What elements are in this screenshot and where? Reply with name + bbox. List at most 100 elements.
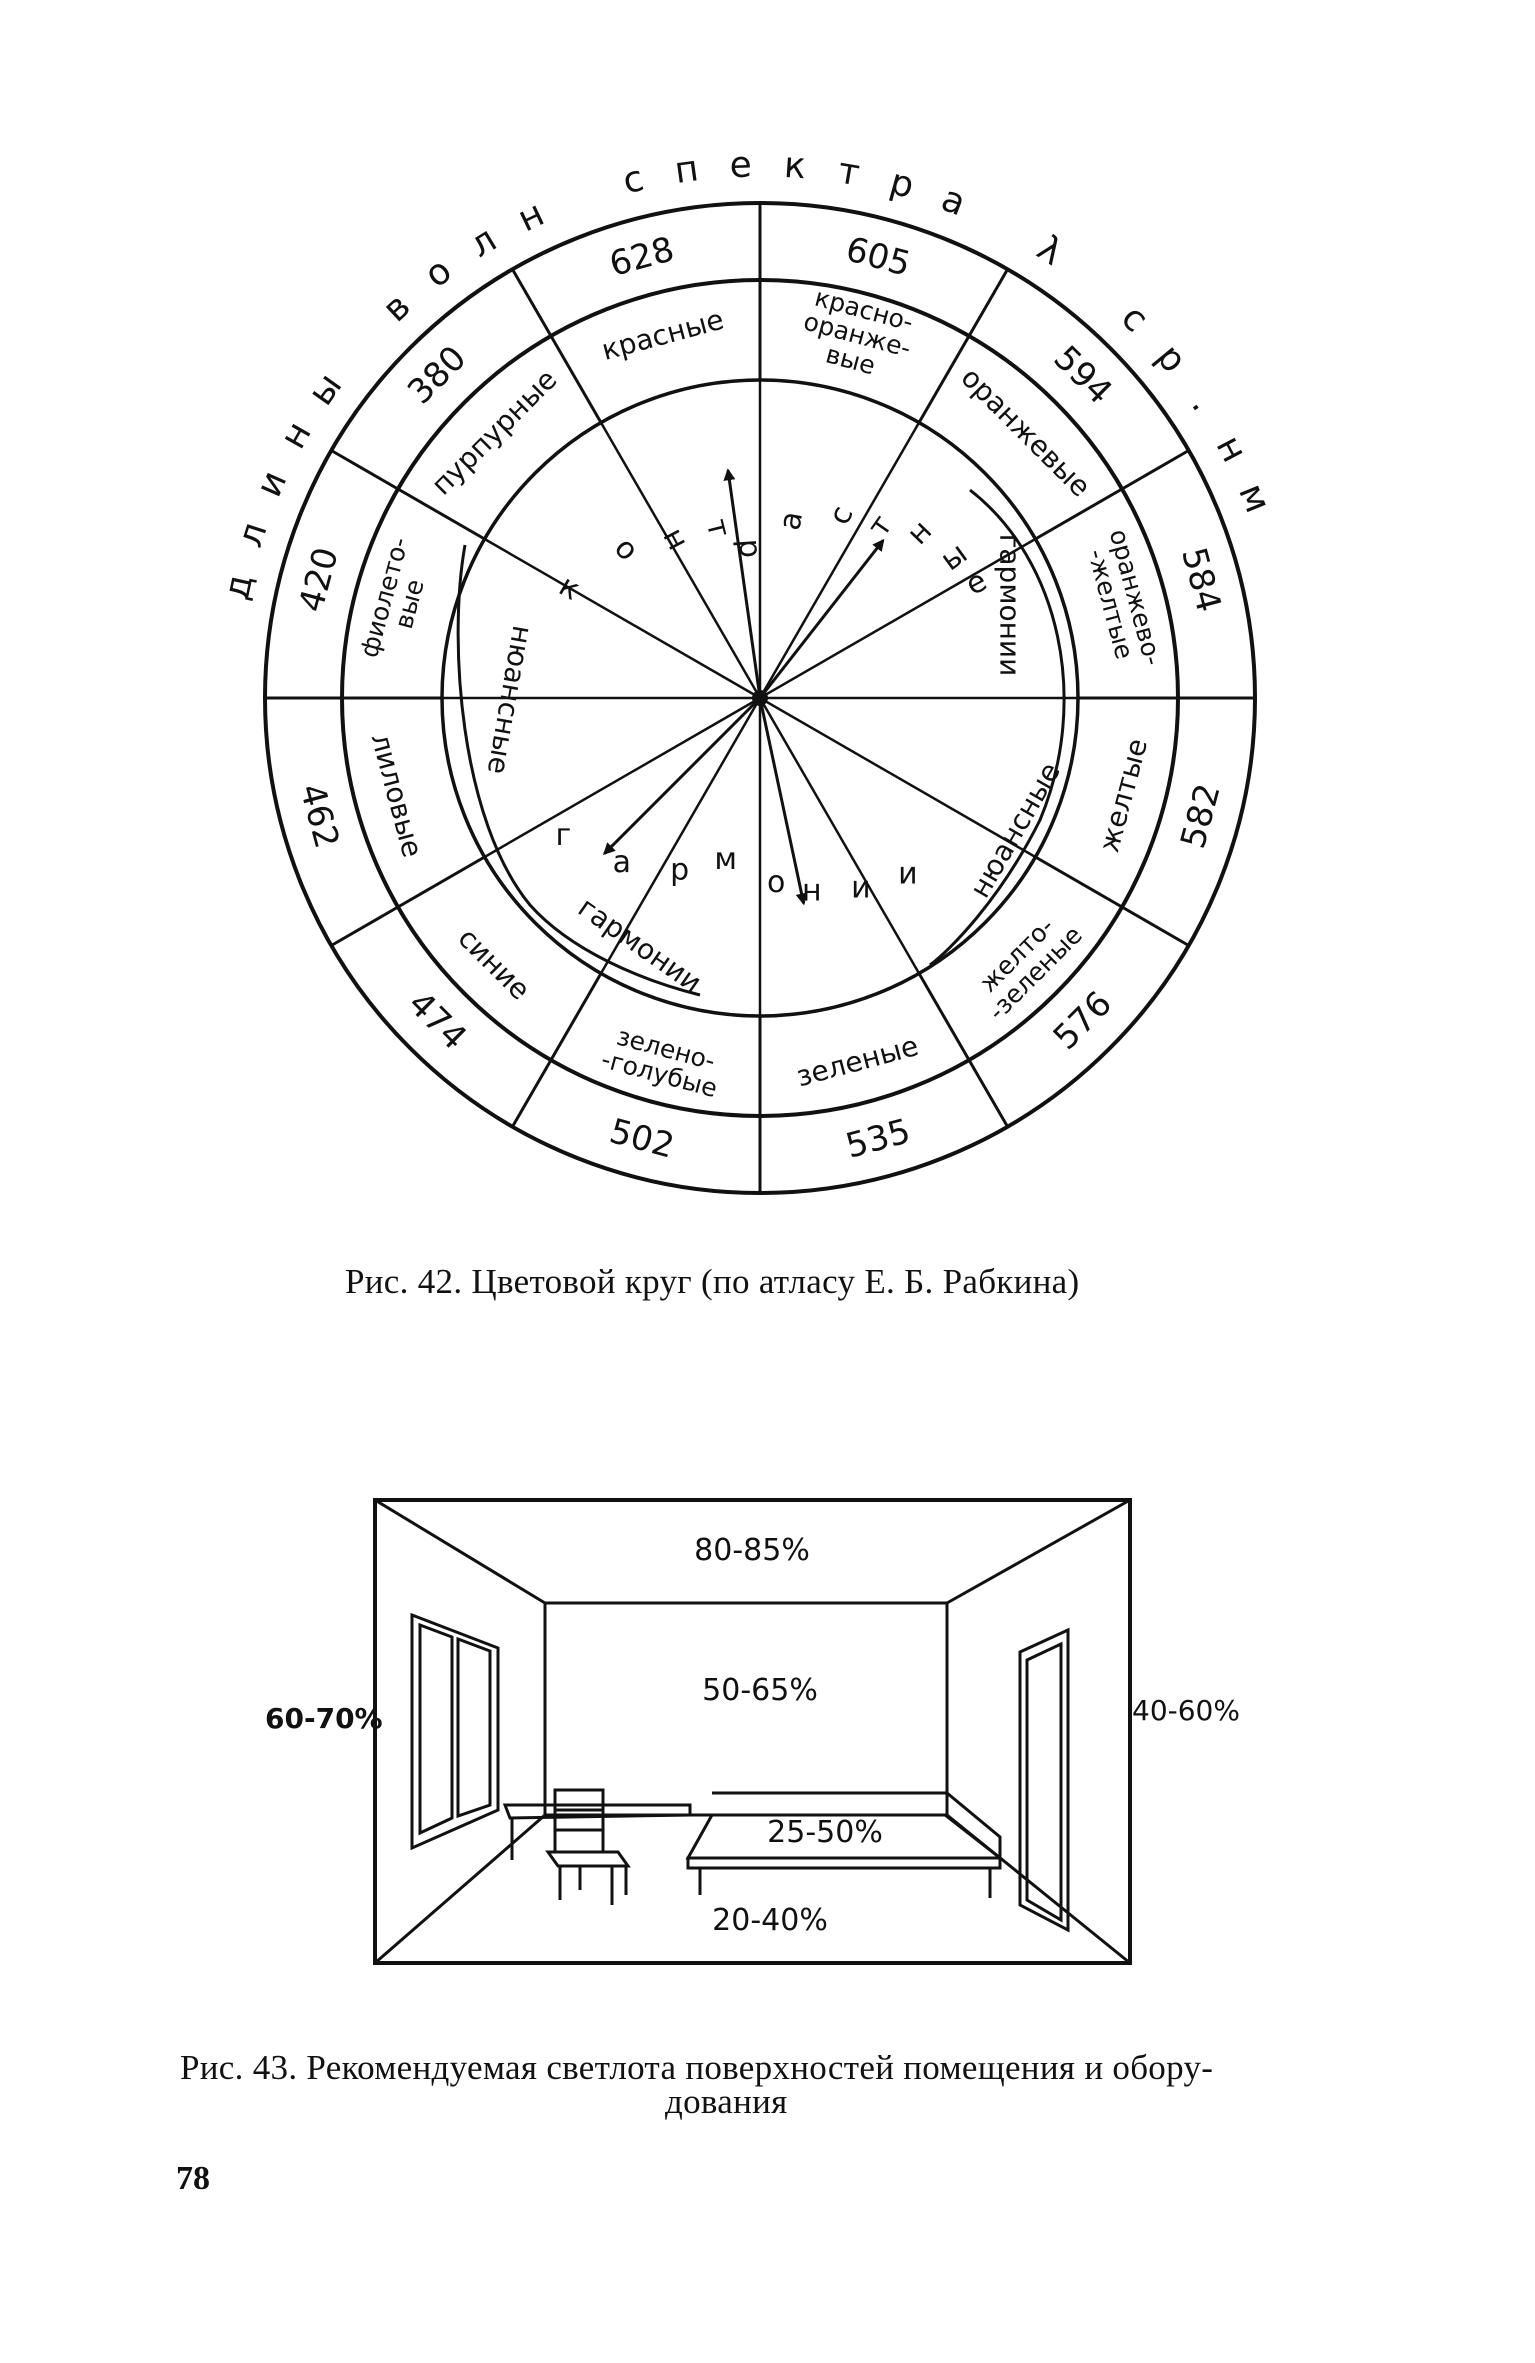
title-arc-letter: н xyxy=(1208,429,1255,469)
wavelength-label: 605 xyxy=(842,229,915,284)
wheel-center-dot xyxy=(752,690,768,706)
harmony-letter: о xyxy=(767,865,785,900)
title-arc-letter: л xyxy=(230,517,276,551)
figure-43-caption-line1: Рис. 43. Рекомендуемая светлота поверхно… xyxy=(180,2048,1214,2087)
title-arc-letter: в xyxy=(375,286,418,330)
title-arc-letter: к xyxy=(783,145,807,187)
title-arc-letter: ы xyxy=(300,366,350,413)
ceiling-brightness-label: 80-85% xyxy=(694,1533,810,1568)
room-frame xyxy=(373,1498,1132,1965)
title-arc-letter: λ xyxy=(1030,228,1070,274)
color-name-line: лиловые xyxy=(364,730,429,861)
wavelength-label: 535 xyxy=(842,1111,915,1166)
wavelength-label: 420 xyxy=(291,543,346,616)
spoke-outer-line xyxy=(330,449,486,541)
contrast-letter: а xyxy=(772,509,810,533)
contrast-letter: о xyxy=(607,531,645,568)
harmony-letter: и xyxy=(851,870,871,905)
contrast-letter: к xyxy=(553,568,586,607)
harmony-letter: р xyxy=(670,853,689,888)
back-wall-brightness-label: 50-65% xyxy=(702,1673,818,1708)
spoke-outer-line xyxy=(1034,449,1190,541)
title-arc-letter: н xyxy=(512,193,551,240)
title-arc-letter: п xyxy=(672,148,701,192)
spoke-outer-line xyxy=(1034,855,1190,947)
color-name-label: красно-оранже-вые xyxy=(801,283,917,381)
furniture-brightness-label: 25-50% xyxy=(767,1815,883,1850)
wheel-spokes xyxy=(265,203,1255,1193)
spoke-outer-line xyxy=(511,972,603,1128)
harmony-letter: м xyxy=(714,842,737,877)
harmony-letter: а xyxy=(613,845,631,880)
relation-arrow xyxy=(723,468,762,699)
spoke-inner-line xyxy=(483,696,761,859)
harmony-letter: н xyxy=(802,874,822,909)
color-name-line: красные xyxy=(598,303,727,367)
spoke-inner-line xyxy=(599,421,762,699)
nuance-boundary-right xyxy=(929,488,1066,967)
color-name-label: желтые xyxy=(1092,735,1154,856)
title-arc-letter: с xyxy=(1113,297,1156,340)
spoke-inner-line xyxy=(759,696,1037,859)
title-arc-letter: д xyxy=(216,571,261,604)
figure-43-caption-line2: дования xyxy=(665,2082,788,2121)
relation-arrow xyxy=(758,538,885,699)
room-window xyxy=(410,1612,500,1851)
floor-brightness-label: 20-40% xyxy=(712,1903,828,1938)
room-door xyxy=(1018,1627,1070,1933)
room-corner-tr xyxy=(946,1498,1131,1605)
spoke-outer-line xyxy=(511,268,603,424)
contrast-letter: р xyxy=(731,538,767,559)
wavelength-label: 628 xyxy=(605,229,678,284)
wavelength-label: 582 xyxy=(1173,780,1228,853)
title-arc-letter: р xyxy=(1148,337,1194,381)
contrast-letter: е xyxy=(960,563,993,603)
harmony-letter: г xyxy=(556,818,572,853)
harmony-letter: и xyxy=(898,857,918,892)
spoke-inner-line xyxy=(599,697,762,975)
spoke-inner-line xyxy=(759,537,1037,700)
wavelength-label: 502 xyxy=(605,1111,678,1166)
title-arc-letter: н xyxy=(273,415,320,456)
room-chair xyxy=(545,1788,631,1905)
page-number: 78 xyxy=(176,2160,210,2197)
wavelength-label: 462 xyxy=(291,780,346,853)
room-back-wall xyxy=(543,1601,949,1817)
title-arc-letter: е xyxy=(729,144,753,186)
title-arc-letter: с xyxy=(619,158,648,203)
spoke-inner-line xyxy=(758,697,921,975)
left-wall-brightness-label: 60-70% xyxy=(265,1702,383,1735)
relation-arrow xyxy=(603,696,762,855)
nuance-left-word: нюансные xyxy=(481,623,540,777)
spoke-outer-line xyxy=(917,268,1009,424)
figure-42-caption: Рис. 42. Цветовой круг (по атласу Е. Б. … xyxy=(345,1262,1080,1301)
title-arc-letter: о xyxy=(417,250,459,296)
room-sofa-bed xyxy=(685,1791,1005,1898)
title-arc-letter: м xyxy=(1230,478,1278,519)
contrast-letter: т xyxy=(699,515,737,540)
harmony-top-word: гармонии xyxy=(994,534,1027,677)
title-arc-letter: т xyxy=(835,151,863,195)
title-arc-letter: . xyxy=(1183,386,1223,418)
room-desk xyxy=(502,1803,692,1860)
room-corner-tl xyxy=(374,1498,546,1605)
wavelength-label: 584 xyxy=(1173,543,1228,616)
color-name-label: оранжево--желтые xyxy=(1082,526,1168,669)
title-arc-letter: и xyxy=(248,465,295,503)
wheel-arrows xyxy=(603,468,885,906)
color-name-line: желтые xyxy=(1092,735,1154,856)
color-name-label: лиловые xyxy=(364,730,429,861)
color-name-line: зеленые xyxy=(793,1029,922,1093)
spoke-outer-line xyxy=(917,972,1009,1128)
spoke-outer-line xyxy=(330,855,486,947)
contrast-letter: н xyxy=(900,513,939,551)
contrast-letter: т xyxy=(861,509,900,543)
title-arc-letter: р xyxy=(885,161,918,207)
title-arc-letter: л xyxy=(463,219,504,266)
relation-arrow xyxy=(758,697,808,906)
nuance-right-word: нюансные xyxy=(963,757,1067,904)
room-corner-br xyxy=(946,1813,1131,1965)
